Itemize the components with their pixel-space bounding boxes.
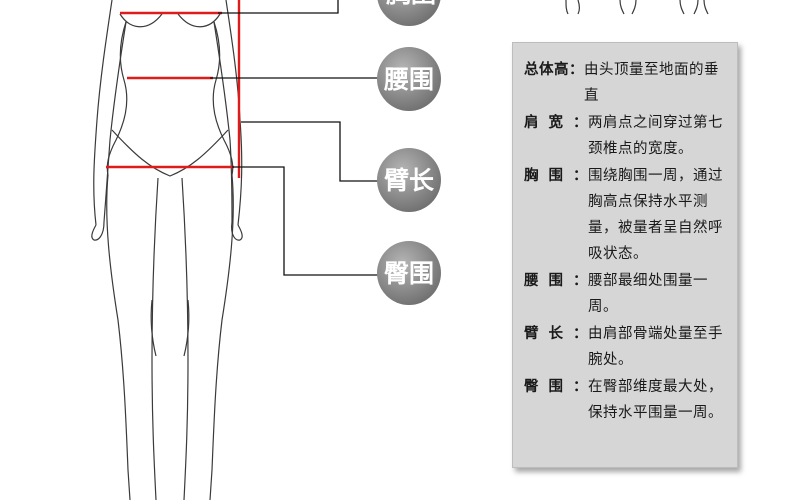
- measurement-lines: [106, 0, 241, 178]
- term: 肩宽: [524, 114, 573, 131]
- leader-lines: [210, 0, 378, 276]
- definition-shoulder-width: 肩宽： 两肩点之间穿过第七颈椎点的宽度。: [524, 110, 729, 162]
- definitions-panel: 总体高： 由头顶量至地面的垂直 肩宽： 两肩点之间穿过第七颈椎点的宽度。 胸围：…: [512, 42, 738, 468]
- description: 腰部最细处围量一周。: [588, 273, 708, 315]
- description: 两肩点之间穿过第七颈椎点的宽度。: [588, 115, 723, 157]
- waist-label-text: 腰围: [383, 65, 434, 94]
- arm-label-text: 臂长: [384, 166, 435, 195]
- svg-text:胸围: 胸围: [386, 0, 436, 8]
- label-bust: 胸围: [377, 0, 441, 26]
- definition-hip: 臀围： 在臀部维度最大处，保持水平围量一周。: [524, 374, 729, 426]
- hip-label-text: 臀围: [384, 259, 434, 288]
- label-waist: 腰围: [377, 47, 441, 111]
- label-arm-length: 臂长: [377, 148, 441, 212]
- bust-leader: [218, 0, 339, 14]
- description: 围绕胸围一周，通过胸高点保持水平测量，被量者呈自然呼吸状态。: [588, 168, 723, 262]
- definition-arm-length: 臂长： 由肩部骨端处量至手腕处。: [524, 321, 729, 373]
- term: 臂长: [524, 325, 573, 342]
- arm-leader: [241, 121, 378, 182]
- term: 胸围: [524, 167, 573, 184]
- term: 腰围: [524, 272, 573, 289]
- definition-bust: 胸围： 围绕胸围一周，通过胸高点保持水平测量，被量者呈自然呼吸状态。: [524, 163, 729, 267]
- definition-total-height: 总体高： 由头顶量至地面的垂直: [524, 57, 729, 109]
- description: 由头顶量至地面的垂直: [584, 62, 719, 104]
- label-hip: 臀围: [377, 241, 441, 305]
- hip-leader: [232, 166, 378, 276]
- fashion-figure: [91, 0, 709, 500]
- description: 由肩部骨端处量至手腕处。: [588, 326, 723, 368]
- description: 在臀部维度最大处，保持水平围量一周。: [588, 379, 723, 421]
- term: 总体高: [524, 61, 569, 78]
- term: 臀围: [524, 378, 573, 395]
- definition-waist: 腰围： 腰部最细处围量一周。: [524, 268, 729, 320]
